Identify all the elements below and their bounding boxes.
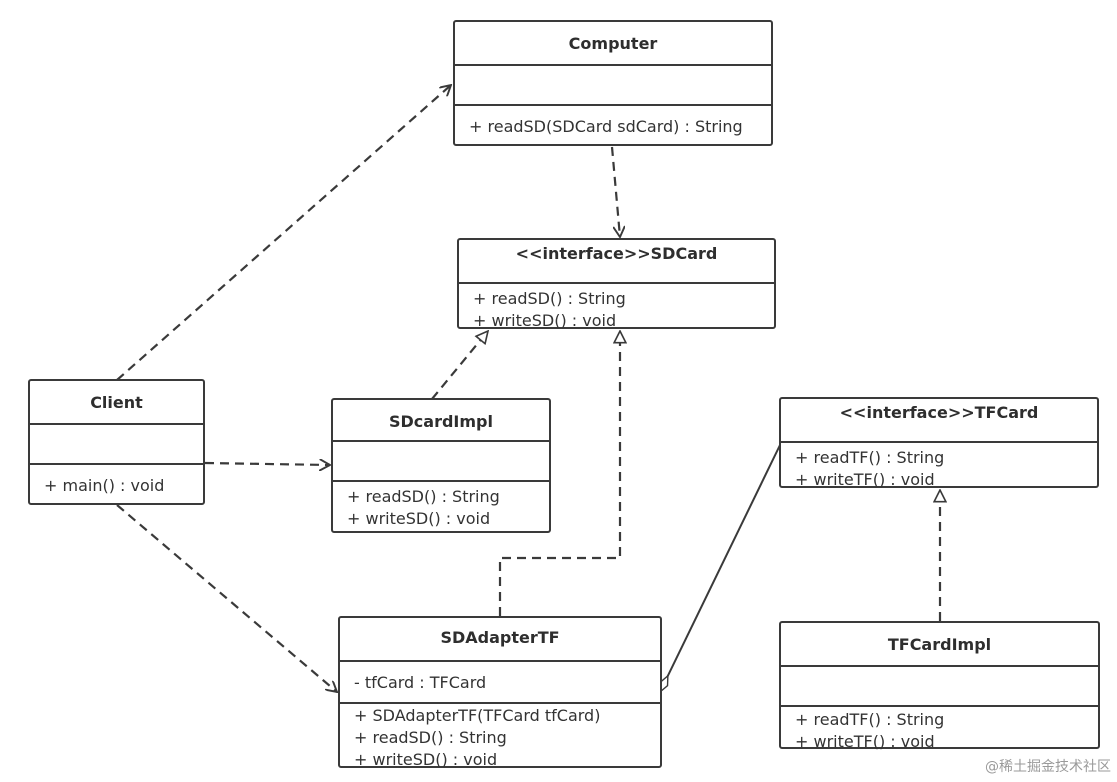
attributes-section (333, 440, 549, 482)
method: + readSD() : String (473, 289, 626, 308)
class-client[interactable]: Client + main() : void (28, 379, 205, 505)
dep-client-sdcardimpl (204, 463, 330, 465)
attributes-section (781, 665, 1098, 707)
methods-section: + main() : void (30, 463, 203, 503)
methods-section: + SDAdapterTF(TFCard tfCard) + readSD() … (340, 702, 660, 769)
method: + writeSD() : void (347, 509, 491, 528)
method: + readTF() : String (795, 710, 945, 729)
method: + readSD(SDCard sdCard) : String (469, 117, 743, 136)
class-name: <<interface>>TFCard (839, 403, 1039, 422)
class-name: SDAdapterTF (440, 628, 560, 647)
method: + readSD() : String (347, 487, 500, 506)
methods-section: + readSD() : String + writeSD() : void (333, 480, 549, 531)
real-sdadaptertf-sdcard (498, 331, 620, 616)
class-sdadaptertf[interactable]: SDAdapterTF - tfCard : TFCard + SDAdapte… (338, 616, 662, 769)
interface-sdcard[interactable]: <<interface>>SDCard + readSD() : String … (457, 238, 776, 330)
agg-sdadaptertf-tfcard (659, 442, 782, 692)
dep-client-computer (116, 85, 451, 381)
class-tfcardimpl[interactable]: TFCardImpl + readTF() : String + writeTF… (779, 621, 1100, 751)
dep-computer-sdcard (610, 146, 620, 237)
method: + writeSD() : void (473, 311, 617, 330)
class-name: Client (90, 393, 143, 412)
method: + readTF() : String (795, 448, 945, 467)
dep-client-sdadaptertf (116, 504, 337, 692)
watermark: @稀土掘金技术社区 (985, 759, 1111, 775)
methods-section: + readTF() : String + writeTF() : void (781, 705, 1098, 751)
interface-tfcard[interactable]: <<interface>>TFCard + readTF() : String … (779, 397, 1099, 489)
method: + writeSD() : void (354, 750, 498, 769)
attributes-section (455, 64, 771, 106)
method: + readSD() : String (354, 728, 507, 747)
methods-section: + readSD() : String + writeSD() : void (459, 282, 774, 330)
attributes-section (30, 423, 203, 465)
methods-section: + readTF() : String + writeTF() : void (781, 441, 1097, 489)
class-name: <<interface>>SDCard (515, 244, 718, 263)
real-sdcardimpl-sdcard (431, 331, 488, 400)
method: + writeTF() : void (795, 732, 935, 751)
class-sdcardimpl[interactable]: SDcardImpl + readSD() : String + writeSD… (331, 398, 551, 533)
class-name: Computer (568, 34, 658, 53)
class-name: TFCardImpl (887, 635, 992, 654)
method: + SDAdapterTF(TFCard tfCard) (354, 706, 601, 725)
attribute: - tfCard : TFCard (354, 673, 487, 692)
class-name: SDcardImpl (389, 412, 493, 431)
method: + writeTF() : void (795, 470, 935, 489)
class-computer[interactable]: Computer + readSD(SDCard sdCard) : Strin… (453, 20, 773, 146)
methods-section: + readSD(SDCard sdCard) : String (455, 104, 771, 144)
attributes-section: - tfCard : TFCard (340, 660, 660, 704)
method: + main() : void (44, 476, 165, 495)
